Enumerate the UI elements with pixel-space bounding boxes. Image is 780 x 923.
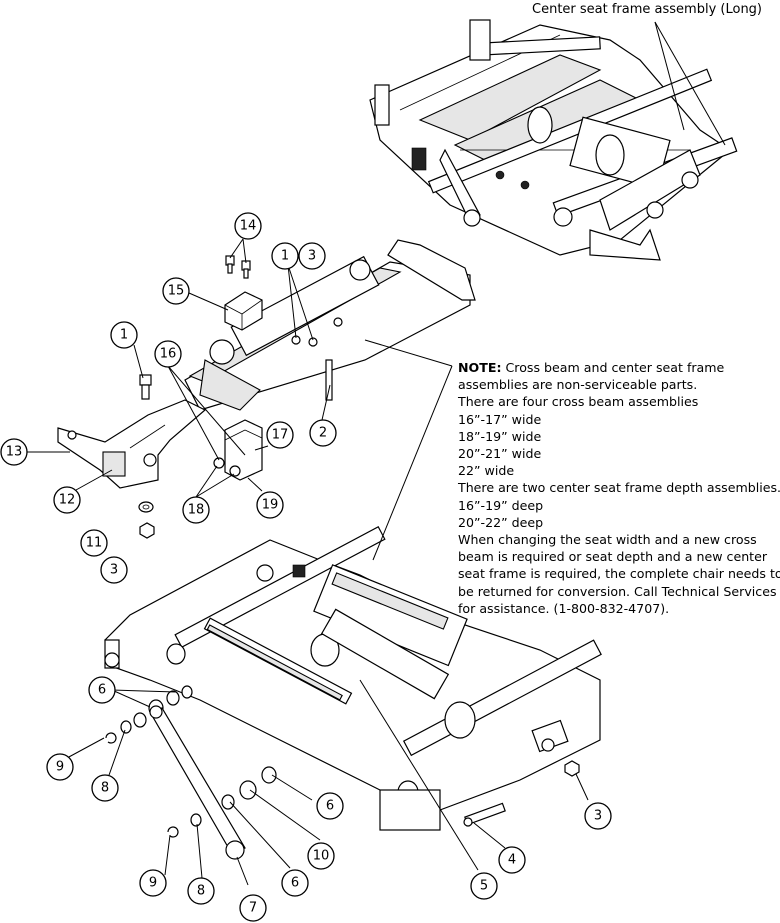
svg-text:11: 11 bbox=[86, 536, 103, 551]
svg-text:19: 19 bbox=[262, 498, 279, 513]
svg-text:9: 9 bbox=[149, 876, 157, 891]
svg-text:6: 6 bbox=[98, 683, 106, 698]
callout-6-bottom: 6 bbox=[281, 869, 309, 897]
note-line-5: 20”-21” wide bbox=[458, 446, 542, 462]
callout-16: 16 bbox=[154, 340, 182, 368]
note-line-6: 22” wide bbox=[458, 463, 515, 479]
svg-text:8: 8 bbox=[101, 781, 109, 796]
callout-1-top: 1 bbox=[271, 242, 299, 270]
callout-9-top: 9 bbox=[46, 753, 74, 781]
callout-9-bottom: 9 bbox=[139, 869, 167, 897]
callout-13: 13 bbox=[0, 438, 28, 466]
note-line-0: NOTE: Cross beam and center seat frame bbox=[458, 360, 725, 375]
note-line-9: 20”-22” deep bbox=[458, 514, 544, 530]
svg-text:2: 2 bbox=[319, 426, 327, 441]
part-3-nut-right bbox=[564, 760, 580, 777]
callout-12: 12 bbox=[53, 486, 81, 514]
note-line-13: be returned for conversion. Call Technic… bbox=[458, 583, 777, 599]
note-line-12: seat frame is required, the complete cha… bbox=[458, 566, 780, 582]
note-line-3: 16”-17” wide bbox=[458, 411, 542, 427]
callout-6-right: 6 bbox=[316, 792, 344, 820]
note-heading: NOTE: bbox=[458, 360, 502, 375]
note-line-7: There are two center seat frame depth as… bbox=[458, 480, 780, 496]
callout-2: 2 bbox=[309, 419, 337, 447]
svg-text:4: 4 bbox=[508, 853, 516, 868]
svg-text:7: 7 bbox=[249, 901, 257, 916]
callout-8-bottom: 8 bbox=[187, 877, 215, 905]
callout-14: 14 bbox=[234, 212, 262, 240]
part-11-washer bbox=[138, 501, 154, 513]
part-3-nut bbox=[139, 522, 155, 539]
callout-17: 17 bbox=[266, 421, 294, 449]
svg-text:1: 1 bbox=[281, 249, 289, 264]
svg-text:17: 17 bbox=[272, 428, 289, 443]
note-line-10: When changing the seat width and a new c… bbox=[458, 532, 757, 548]
part-14-screws bbox=[225, 255, 251, 279]
callout-18: 18 bbox=[182, 496, 210, 524]
center-seat-frame-assembly-long bbox=[369, 19, 738, 261]
svg-text:13: 13 bbox=[6, 445, 23, 460]
svg-text:15: 15 bbox=[168, 284, 185, 299]
note-line-14: for assistance. (1-800-832-4707). bbox=[458, 600, 670, 616]
callout-7: 7 bbox=[239, 894, 267, 922]
part-7-link bbox=[149, 705, 246, 860]
callout-15: 15 bbox=[162, 277, 190, 305]
svg-text:3: 3 bbox=[308, 249, 316, 264]
callout-6-top: 6 bbox=[88, 676, 116, 704]
note-line-4: 18”-19” wide bbox=[458, 428, 542, 444]
svg-text:1: 1 bbox=[120, 328, 128, 343]
svg-text:3: 3 bbox=[594, 809, 602, 824]
callout-5: 5 bbox=[470, 872, 498, 900]
leader-lines bbox=[27, 21, 726, 886]
svg-text:6: 6 bbox=[326, 799, 334, 814]
svg-text:5: 5 bbox=[480, 879, 488, 894]
assembly-title: Center seat frame assembly (Long) bbox=[532, 2, 763, 17]
callout-19: 19 bbox=[256, 491, 284, 519]
note-line-8: 16”-19” deep bbox=[458, 497, 544, 513]
callout-1-left: 1 bbox=[110, 321, 138, 349]
svg-text:16: 16 bbox=[160, 347, 177, 362]
callout-3-top: 3 bbox=[298, 242, 326, 270]
svg-text:12: 12 bbox=[59, 493, 76, 508]
part-13-bracket bbox=[57, 399, 207, 489]
svg-text:14: 14 bbox=[240, 219, 257, 234]
callout-11: 11 bbox=[80, 529, 108, 557]
svg-text:9: 9 bbox=[56, 760, 64, 775]
svg-text:18: 18 bbox=[188, 503, 205, 518]
callout-3-mid: 3 bbox=[100, 556, 128, 584]
svg-text:10: 10 bbox=[313, 849, 330, 864]
part-1-screw bbox=[139, 374, 152, 400]
callout-4: 4 bbox=[498, 846, 526, 874]
lower-seat-frame-assembly bbox=[104, 526, 602, 831]
callout-10: 10 bbox=[307, 842, 335, 870]
callout-3-bottom: 3 bbox=[584, 802, 612, 830]
part-15-block bbox=[224, 291, 263, 331]
callout-8-top: 8 bbox=[91, 774, 119, 802]
svg-text:6: 6 bbox=[291, 876, 299, 891]
note-line-2: There are four cross beam assemblies bbox=[458, 394, 699, 410]
note-text: NOTE: Cross beam and center seat frame a… bbox=[458, 359, 780, 617]
svg-text:3: 3 bbox=[110, 563, 118, 578]
note-line-11: beam is required or seat depth and a new… bbox=[458, 549, 768, 565]
svg-text:8: 8 bbox=[197, 884, 205, 899]
part-16-19-clamp bbox=[213, 419, 263, 481]
note-line-1: assemblies are non-serviceable parts. bbox=[458, 377, 698, 393]
